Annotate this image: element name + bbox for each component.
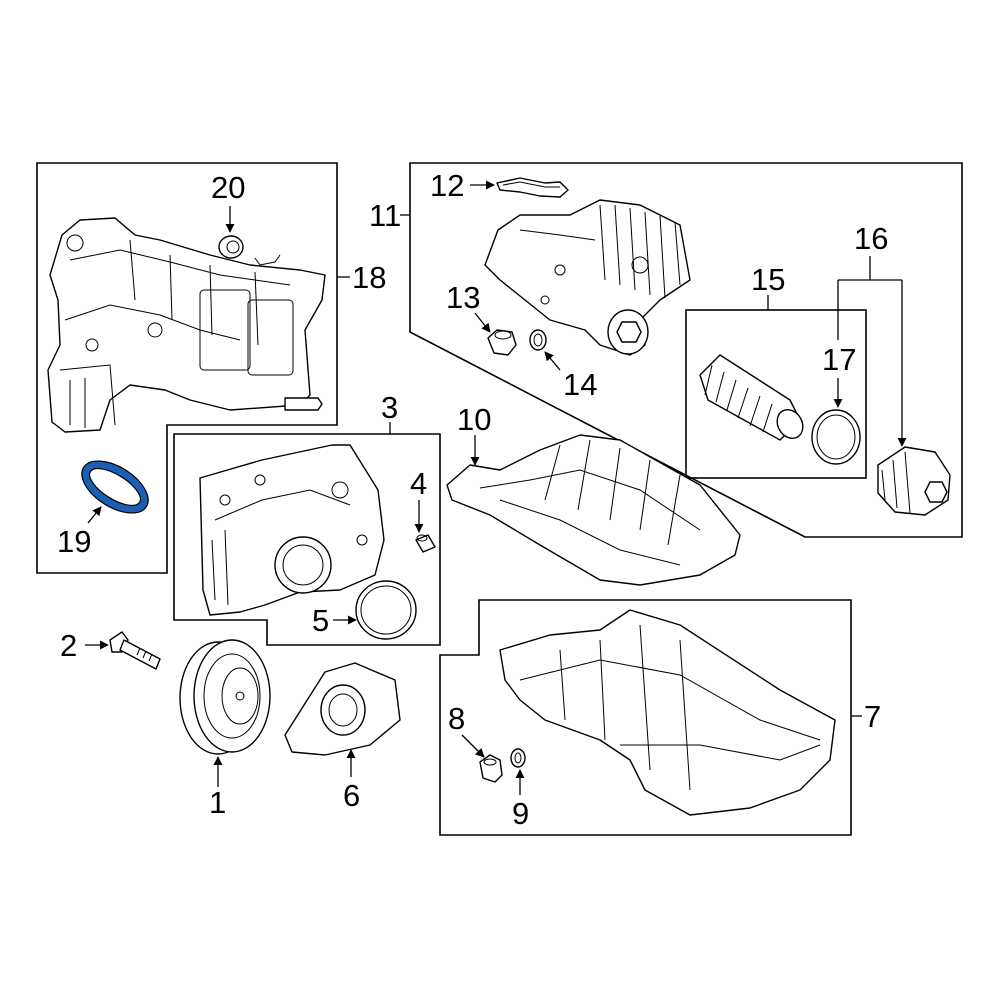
gasket-19-ring [81,460,149,514]
part-3-timing-cover [199,444,385,616]
group-box-3 [173,433,441,646]
callout-17: 17 [822,342,856,377]
part-15-filter-element [699,354,804,441]
part-19-gasket-highlighted [81,460,149,514]
group-box-11 [409,162,963,538]
callout-5: 5 [312,603,329,638]
oil-cooler-housing-drawing [484,199,691,356]
callout-20: 20 [211,170,245,205]
callout-11: 11 [369,198,401,233]
part-13-plug [487,329,517,356]
part-10-ladder-frame [446,434,741,586]
part-2-bolt [109,631,161,670]
group-box-18 [36,162,338,574]
part-17-oring [811,409,861,465]
callout-8: 8 [448,701,465,736]
group-box-15 [685,309,867,479]
part-9-washer [510,748,526,768]
callout-16: 16 [854,221,888,256]
part-20-seal [218,235,244,259]
part-7-oil-pan [499,609,836,816]
callout-18: 18 [352,260,386,295]
part-4-dowel [415,534,436,553]
callout-1: 1 [209,785,226,820]
callout-4: 4 [410,466,427,501]
callout-7: 7 [864,699,881,734]
oil-filter-housing-drawing [47,217,326,433]
part-5-seal [355,580,417,640]
callout-14: 14 [563,367,597,402]
part-6-seal-housing [284,662,401,756]
callout-19: 19 [57,524,91,559]
callout-3: 3 [381,390,398,425]
group-box-7 [439,599,852,836]
part-8-drain-plug [479,754,503,783]
callout-6: 6 [343,778,360,813]
callout-2: 2 [60,628,77,663]
part-12-gasket [496,177,569,198]
leader-lines [85,180,907,795]
callout-15: 15 [751,262,785,297]
callout-10: 10 [457,402,491,437]
part-1-pulley [179,639,271,755]
part-14-oring [529,329,547,351]
callout-13: 13 [446,280,480,315]
callout-9: 9 [512,796,529,831]
part-16-filter-cap [877,446,951,516]
callout-12: 12 [430,168,464,203]
